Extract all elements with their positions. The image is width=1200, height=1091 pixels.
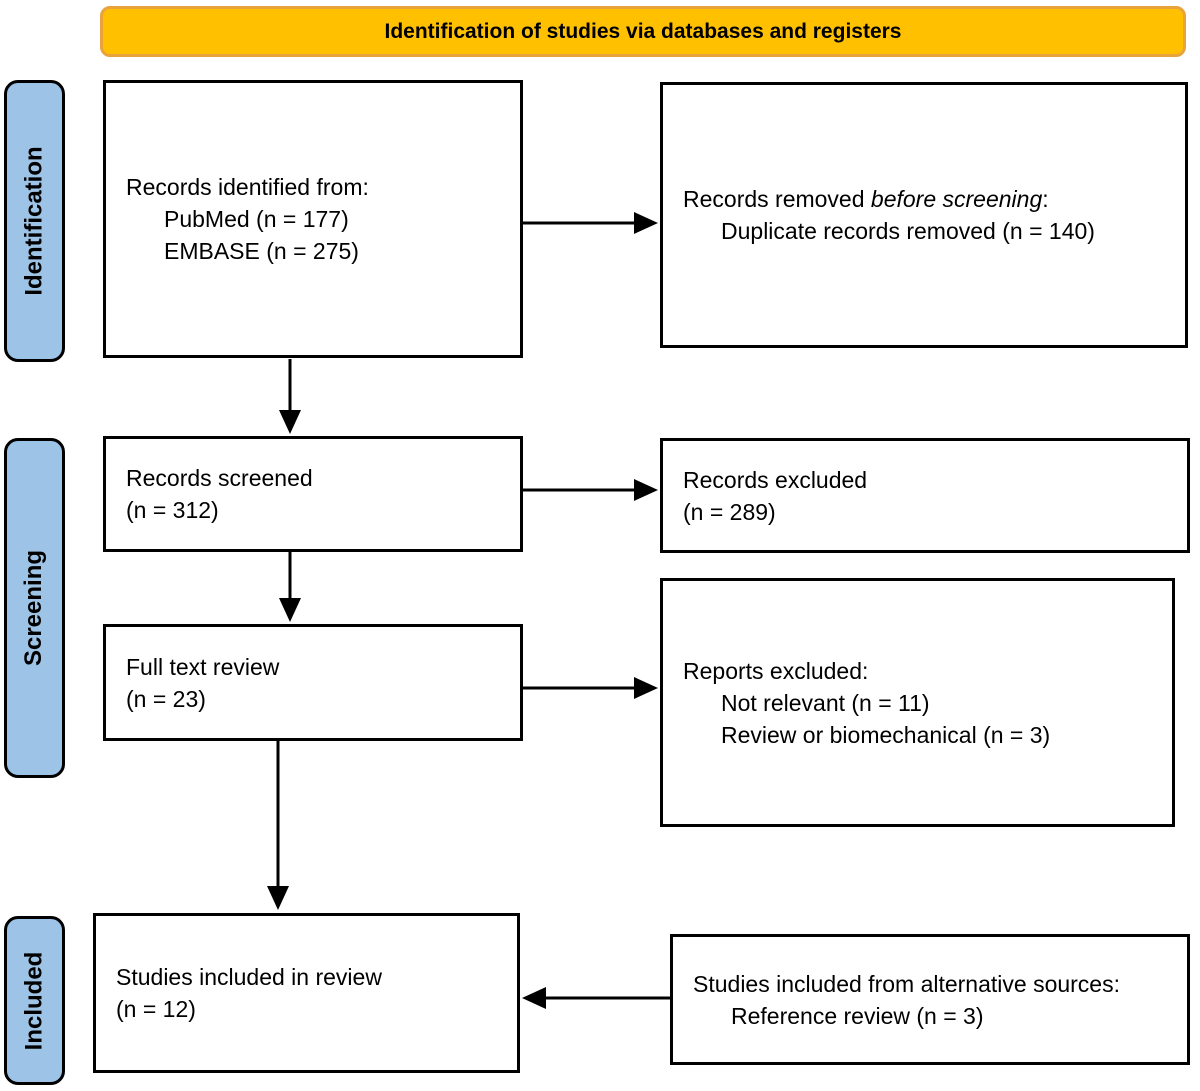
arrow-fulltext-to-studies-included bbox=[267, 741, 289, 910]
records-identified-box: Records identified from: PubMed (n = 177… bbox=[103, 80, 523, 358]
arrow-identified-to-removed bbox=[523, 212, 658, 234]
arrow-screened-to-fulltext bbox=[279, 552, 301, 622]
studies-included-box: Studies included in review (n = 12) bbox=[93, 913, 520, 1073]
stage-identification-label: Identification bbox=[20, 146, 48, 296]
reports-excluded-box: Reports excluded: Not relevant (n = 11) … bbox=[660, 578, 1175, 827]
stage-included: Included bbox=[4, 916, 65, 1085]
records-screened-count: (n = 312) bbox=[126, 497, 219, 523]
studies-included-count: (n = 12) bbox=[116, 996, 196, 1022]
records-removed-box: Records removed before screening: Duplic… bbox=[660, 82, 1188, 348]
records-removed-heading: Records removed before screening: bbox=[683, 186, 1049, 212]
arrow-altsources-to-studies-included bbox=[522, 987, 670, 1009]
alternative-sources-item: Reference review (n = 3) bbox=[731, 1002, 984, 1029]
full-text-review-box: Full text review (n = 23) bbox=[103, 624, 523, 741]
records-screened-line: Records screened bbox=[126, 465, 313, 491]
studies-included-line: Studies included in review bbox=[116, 964, 382, 990]
records-removed-item: Duplicate records removed (n = 140) bbox=[721, 218, 1095, 244]
alternative-sources-heading: Studies included from alternative source… bbox=[693, 970, 1120, 997]
full-text-review-count: (n = 23) bbox=[126, 685, 206, 712]
records-identified-item: PubMed (n = 177) bbox=[164, 206, 349, 232]
arrow-screened-to-excluded bbox=[523, 479, 658, 501]
records-excluded-count: (n = 289) bbox=[683, 498, 776, 525]
records-identified-heading: Records identified from: bbox=[126, 174, 369, 200]
alternative-sources-box: Studies included from alternative source… bbox=[670, 934, 1190, 1065]
stage-screening: Screening bbox=[4, 438, 65, 778]
stage-identification: Identification bbox=[4, 80, 65, 362]
stage-included-label: Included bbox=[20, 951, 48, 1050]
reports-excluded-heading: Reports excluded: bbox=[683, 657, 869, 684]
reports-excluded-item: Review or biomechanical (n = 3) bbox=[721, 721, 1051, 748]
reports-excluded-item: Not relevant (n = 11) bbox=[721, 689, 930, 716]
full-text-review-line: Full text review bbox=[126, 653, 280, 680]
stage-screening-label: Screening bbox=[20, 549, 48, 667]
banner-title: Identification of studies via databases … bbox=[100, 6, 1186, 57]
records-excluded-box: Records excluded (n = 289) bbox=[660, 438, 1190, 553]
arrow-fulltext-to-reports-excluded bbox=[523, 677, 658, 699]
arrow-identified-to-screened bbox=[279, 359, 301, 434]
records-excluded-line: Records excluded bbox=[683, 466, 868, 493]
records-removed-heading-italic: before screening bbox=[870, 186, 1043, 212]
records-identified-item: EMBASE (n = 275) bbox=[164, 238, 359, 264]
records-screened-box: Records screened (n = 312) bbox=[103, 436, 523, 552]
